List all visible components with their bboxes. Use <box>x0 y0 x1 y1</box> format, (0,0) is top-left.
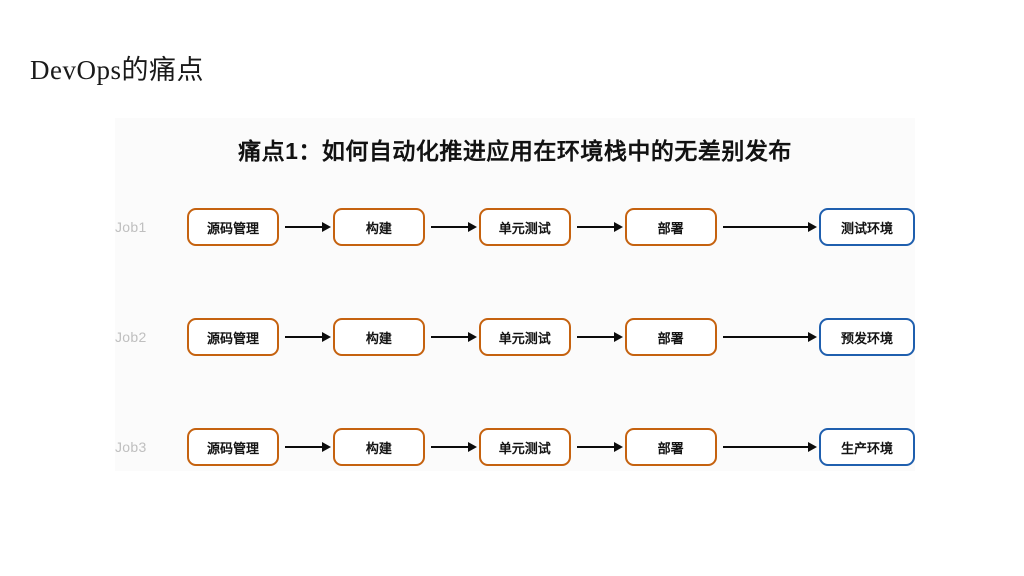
flow-arrow-icon <box>571 221 625 233</box>
stage-box-build[interactable]: 构建 <box>332 208 425 246</box>
stage-box-unit-test[interactable]: 单元测试 <box>478 208 571 246</box>
flow-arrow-icon <box>425 221 479 233</box>
stage-box-deploy[interactable]: 部署 <box>624 428 717 466</box>
stage-box-source-control[interactable]: 源码管理 <box>187 318 279 356</box>
environment-box[interactable]: 测试环境 <box>819 208 915 246</box>
flow-arrow-icon <box>279 221 333 233</box>
flow-arrow-icon <box>425 331 479 343</box>
stage-box-unit-test[interactable]: 单元测试 <box>478 428 571 466</box>
flow-arrow-icon <box>571 441 625 453</box>
flow-arrow-icon <box>279 331 333 343</box>
flow-arrow-icon <box>717 441 819 453</box>
stage-box-deploy[interactable]: 部署 <box>624 318 717 356</box>
pipeline-row: Job2 源码管理 构建 单元测试 部署 预发环境 <box>115 315 915 359</box>
diagram-panel: 痛点1：如何自动化推进应用在环境栈中的无差别发布 Job1 源码管理 构建 单元… <box>115 118 915 471</box>
pipeline-row: Job3 源码管理 构建 单元测试 部署 生产环境 <box>115 425 915 469</box>
stage-box-source-control[interactable]: 源码管理 <box>187 208 279 246</box>
stage-box-build[interactable]: 构建 <box>332 428 425 466</box>
stage-box-source-control[interactable]: 源码管理 <box>187 428 279 466</box>
stage-box-build[interactable]: 构建 <box>332 318 425 356</box>
flow-arrow-icon <box>717 331 819 343</box>
flow-arrow-icon <box>425 441 479 453</box>
stage-box-deploy[interactable]: 部署 <box>624 208 717 246</box>
flow-arrow-icon <box>717 221 819 233</box>
flow-arrow-icon <box>279 441 333 453</box>
environment-box[interactable]: 生产环境 <box>819 428 915 466</box>
flow-arrow-icon <box>571 331 625 343</box>
stage-box-unit-test[interactable]: 单元测试 <box>478 318 571 356</box>
job-label: Job3 <box>115 439 147 455</box>
diagram-heading: 痛点1：如何自动化推进应用在环境栈中的无差别发布 <box>238 138 792 164</box>
environment-box[interactable]: 预发环境 <box>819 318 915 356</box>
job-label: Job1 <box>115 219 147 235</box>
page-title: DevOps的痛点 <box>30 55 204 85</box>
job-label: Job2 <box>115 329 147 345</box>
pipeline-row: Job1 源码管理 构建 单元测试 部署 测试环境 <box>115 205 915 249</box>
